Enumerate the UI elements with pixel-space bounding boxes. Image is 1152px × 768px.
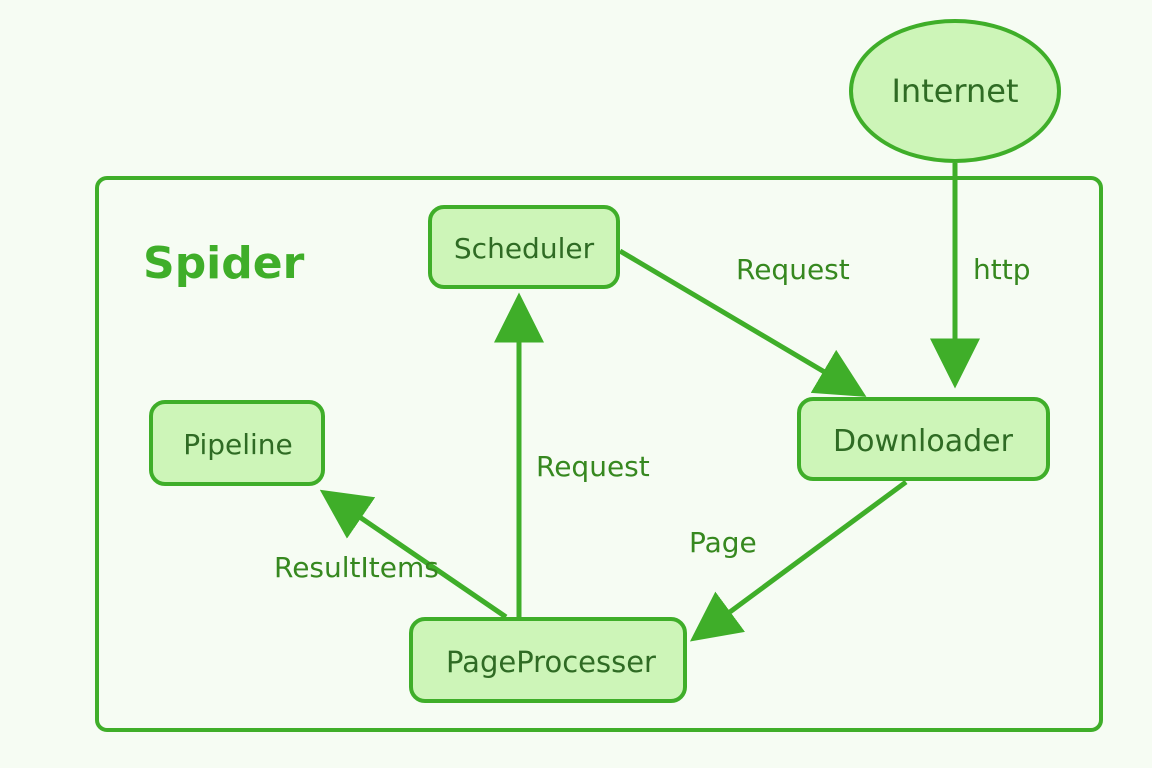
edge-pageprocesser-to-pipeline xyxy=(319,489,508,620)
scheduler-node xyxy=(428,205,620,289)
pipeline-node xyxy=(149,400,325,486)
downloader-node xyxy=(797,397,1050,481)
edge-label-page: Page xyxy=(689,526,757,559)
scheduler-node-label: Scheduler xyxy=(454,232,595,265)
pageprocesser-node xyxy=(409,617,687,703)
edge-label-request-to-downloader: Request xyxy=(736,253,850,286)
edge-scheduler-to-downloader xyxy=(618,248,867,397)
pageprocesser-node-label: PageProcesser xyxy=(446,645,656,679)
pipeline-node-label: Pipeline xyxy=(183,428,293,461)
edge-label-resultitems: ResultItems xyxy=(274,551,439,584)
downloader-node-label: Downloader xyxy=(833,424,1014,459)
edge-label-http: http xyxy=(973,253,1030,286)
edge-label-request-to-scheduler: Request xyxy=(536,450,650,483)
spider-container xyxy=(95,176,1103,732)
edge-downloader-to-pageprocesser xyxy=(689,479,908,642)
internet-node-label: Internet xyxy=(891,72,1018,110)
spider-title: Spider xyxy=(143,238,305,289)
internet-node xyxy=(849,19,1061,163)
